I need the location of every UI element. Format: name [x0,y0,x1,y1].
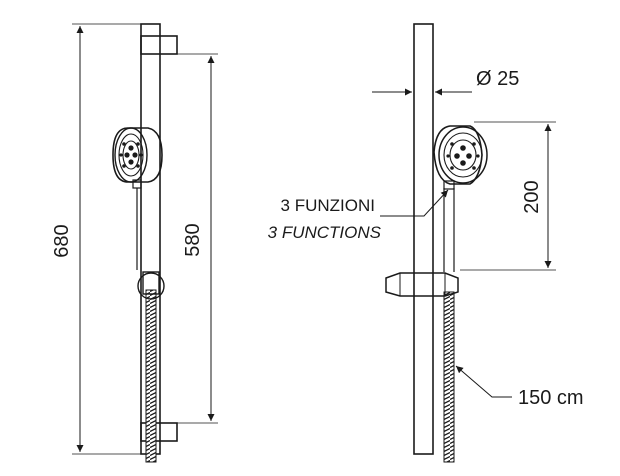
left-top-bracket [140,35,178,55]
functions-leader [380,189,449,217]
right-slider-holder [385,272,459,297]
left-holder-body [142,271,160,295]
hose-leader [455,365,512,398]
left-view: 680 580 [51,23,218,463]
functions-label-it: 3 FUNZIONI [281,196,375,215]
right-view: Ø 25 200 3 FUNZIONI 3 FUNCTIONS 150 cm [268,23,584,463]
left-shower-head [112,127,163,270]
right-hose [443,291,455,463]
dim-label-200: 200 [521,180,543,213]
hose-length-label: 150 cm [518,387,584,409]
dim-label-diameter: Ø 25 [476,68,519,90]
left-bottom-bracket [140,422,178,442]
functions-label-en: 3 FUNCTIONS [268,223,382,242]
right-shower-head [433,125,488,190]
left-holder-clip [137,272,165,300]
dim-label-580: 580 [182,223,204,256]
dim-label-680: 680 [51,224,73,257]
right-rail-bar [413,23,434,455]
left-hose [145,289,157,463]
